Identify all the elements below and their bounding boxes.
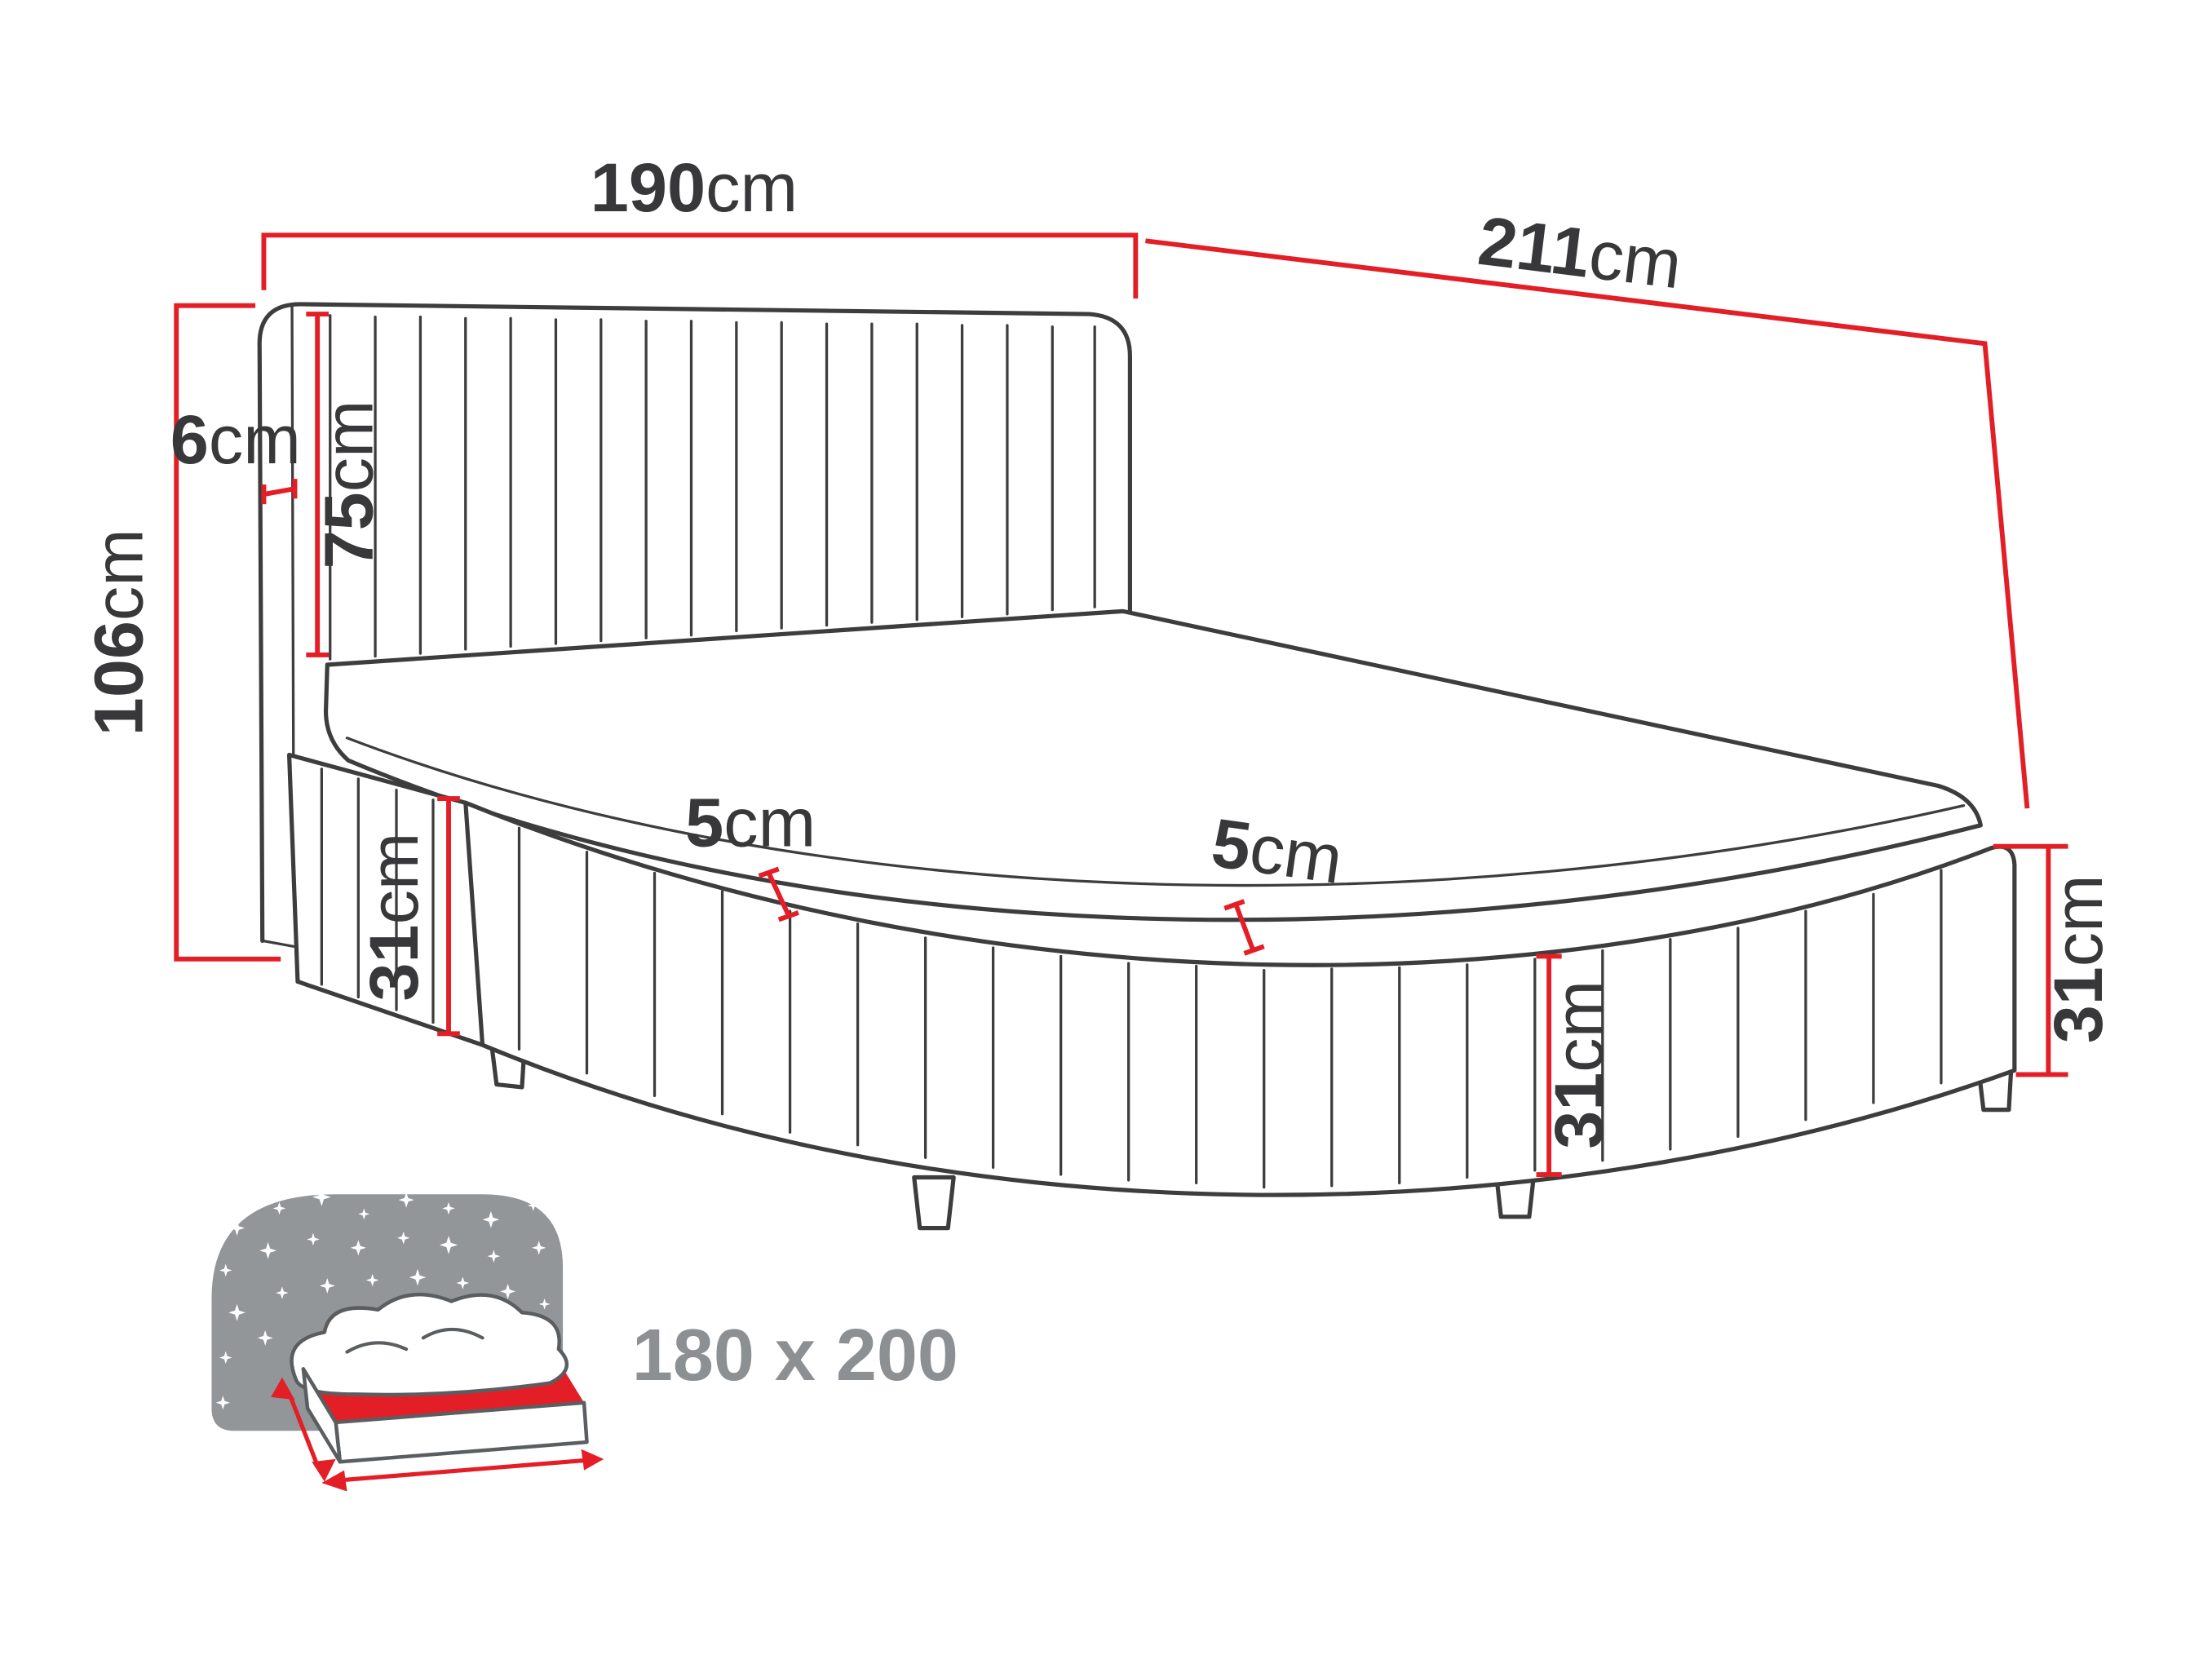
dim-depth-label: 211cm — [1475, 201, 1686, 303]
dim-width-line — [261, 232, 1139, 299]
dim-headboard-thickness-label: 6cm — [170, 400, 301, 478]
mattress-size-label: 180 x 200 — [632, 1315, 958, 1396]
dim-base-height-front-line — [1536, 953, 1562, 1177]
dim-value: 31 — [2039, 967, 2117, 1043]
dim-value: 5 — [685, 784, 723, 861]
bed-foot — [912, 1175, 956, 1231]
dim-base-height-right-line — [1993, 843, 2068, 1077]
headboard-channel-seams — [329, 314, 1096, 661]
storage-bed-icon — [211, 1188, 604, 1492]
dim-unit: cm — [310, 400, 387, 493]
storage-base — [286, 752, 2017, 1197]
length-arrow — [271, 1377, 336, 1482]
duvet-graphic — [290, 1292, 569, 1397]
dim-rim-left: 5cm — [685, 784, 816, 922]
base-front-channel-seams — [517, 826, 1943, 1189]
dim-unit: cm — [209, 400, 301, 478]
dim-headboard-thickness-ticks — [261, 479, 298, 505]
length-arrow-head-top — [271, 1377, 295, 1400]
storage-base-outline — [286, 752, 2017, 1197]
base-left-channel-seams — [320, 768, 435, 1024]
length-arrow-head-bottom — [312, 1458, 336, 1482]
width-arrow-head-right — [581, 1449, 604, 1471]
dim-depth-line — [1145, 238, 2030, 809]
dim-total-height-line — [174, 303, 281, 962]
headboard-outline — [257, 302, 1132, 943]
dim-unit: cm — [1540, 980, 1617, 1073]
headboard-edge-line — [290, 305, 295, 759]
dim-unit: cm — [723, 784, 816, 861]
dim-width: 190cm — [261, 148, 1139, 299]
dim-rim-left-ticks — [758, 866, 799, 922]
dim-value: 190 — [591, 148, 706, 226]
dim-base-height-right: 31cm — [1993, 843, 2117, 1077]
width-arrow-line — [341, 1458, 585, 1483]
dim-rim-right-ticks — [1223, 899, 1265, 956]
dimension-annotations: 190cm 211cm 106cm 6cm 75cm 31cm — [80, 148, 2117, 1177]
dim-base-height-right-label: 31cm — [2039, 874, 2117, 1043]
dim-rim-right-label: 5cm — [1207, 803, 1347, 898]
base-left-face — [301, 1367, 343, 1464]
dim-unit: cm — [2039, 874, 2117, 967]
width-arrow — [321, 1449, 604, 1492]
dim-unit: cm — [1585, 215, 1686, 303]
dim-value: 31 — [1540, 1073, 1617, 1149]
dim-headboard-height: 75cm — [306, 312, 387, 657]
dim-rim-left-label: 5cm — [685, 784, 816, 861]
dim-value: 75 — [310, 492, 387, 568]
bed-illustration — [257, 302, 2017, 1231]
dim-base-height-front-label: 31cm — [1540, 980, 1617, 1149]
dim-value: 211 — [1475, 201, 1595, 292]
dim-value: 31 — [355, 924, 432, 1001]
length-arrow-line — [288, 1396, 318, 1463]
duvet-folds — [345, 1328, 484, 1354]
dim-headboard-height-label: 75cm — [310, 400, 387, 569]
dim-width-label: 190cm — [591, 148, 798, 226]
storage-base-corner-edge — [463, 800, 485, 1047]
dim-headboard-thickness: 6cm — [170, 400, 301, 505]
headboard-bottom-edge — [261, 939, 295, 948]
dim-headboard-height-line — [306, 312, 329, 657]
dim-unit: cm — [706, 148, 798, 226]
dim-depth: 211cm — [1145, 201, 2030, 809]
dim-base-height-left: 31cm — [355, 796, 460, 1037]
mattress-front-crease — [345, 737, 1966, 887]
dim-base-height-front: 31cm — [1536, 953, 1617, 1177]
dim-value: 6 — [170, 400, 209, 478]
dim-base-height-left-label: 31cm — [355, 833, 432, 1002]
dim-unit: cm — [80, 529, 157, 621]
dim-unit: cm — [355, 833, 432, 925]
dim-base-height-left-line — [437, 796, 460, 1037]
dim-total-height-label: 106cm — [80, 529, 157, 736]
width-arrow-head-left — [321, 1470, 347, 1492]
dim-total-height: 106cm — [80, 303, 281, 962]
dim-unit: cm — [1245, 808, 1347, 898]
dim-value: 106 — [80, 621, 157, 736]
dim-rim-right: 5cm — [1207, 803, 1347, 956]
